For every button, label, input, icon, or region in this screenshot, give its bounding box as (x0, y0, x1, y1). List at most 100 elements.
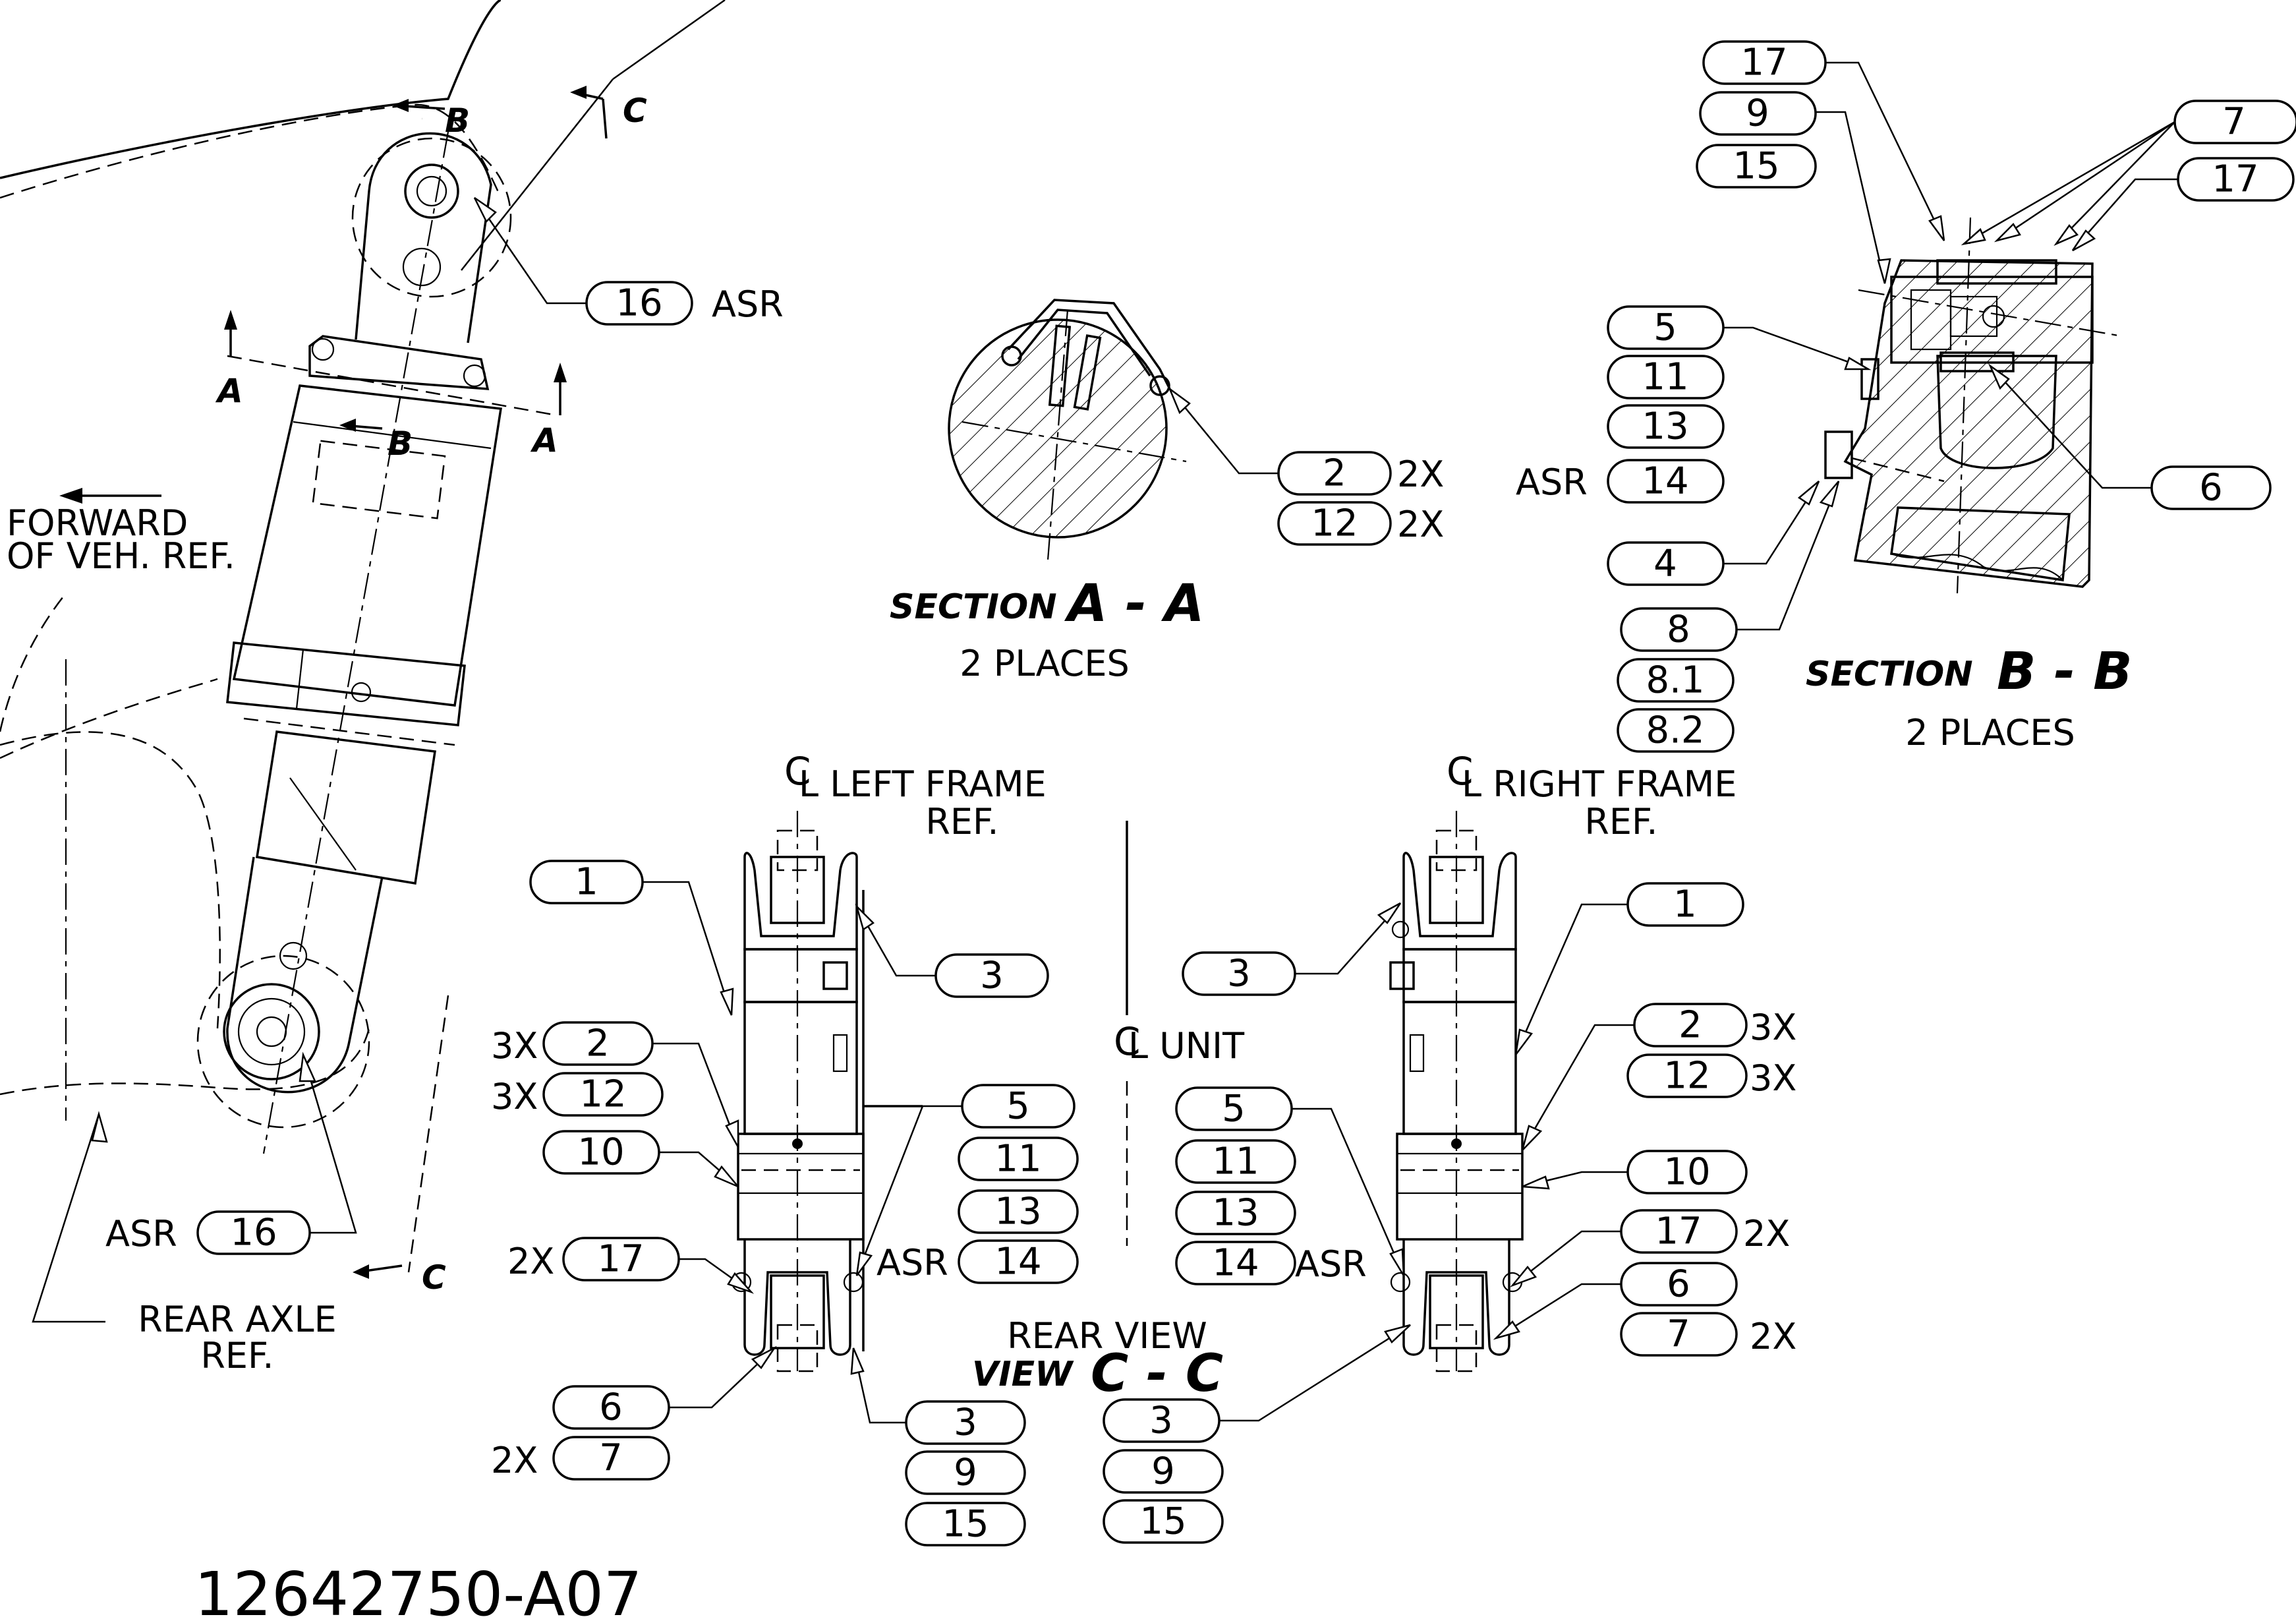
balloon-2-left (542, 1021, 654, 1066)
balloon-14-right (1175, 1241, 1296, 1285)
balloon-12-right (1626, 1053, 1748, 1098)
balloon-6-left (552, 1385, 670, 1430)
balloon-12-left (542, 1072, 664, 1117)
balloon-14-right-num: 14 (1212, 1242, 1259, 1285)
balloon-8-2-bb-num: 8.2 (1646, 709, 1704, 752)
balloon-15-right-num: 15 (1139, 1500, 1186, 1543)
balloon-12-aa-num: 12 (1311, 502, 1358, 545)
section-bb-letters: B - B (1997, 642, 2133, 701)
balloon-16-top (585, 281, 693, 326)
section-marker-b-mid: B (387, 425, 413, 463)
balloon-9-bb (1699, 91, 1817, 136)
balloon-17-left (562, 1237, 680, 1282)
balloon-8-1-bb-num: 8.1 (1646, 659, 1704, 702)
balloon-1-right (1626, 882, 1744, 927)
balloon-7-left-note: 2X (491, 1440, 538, 1481)
section-marker-c-top: C (623, 92, 647, 130)
balloon-3-right-top-num: 3 (1227, 953, 1251, 995)
balloon-7-left-num: 7 (599, 1437, 623, 1480)
balloon-3-right-bottom-num: 3 (1149, 1400, 1173, 1442)
balloon-11-right-num: 11 (1212, 1140, 1259, 1183)
balloon-11-bb (1607, 355, 1725, 399)
balloon-1-left (529, 860, 644, 904)
balloon-1-left-num: 1 (575, 861, 598, 904)
balloon-11-right (1175, 1139, 1296, 1184)
balloon-16-bottom-num: 16 (230, 1212, 277, 1254)
balloon-8-bb-num: 8 (1667, 608, 1690, 651)
balloon-5-right (1175, 1086, 1293, 1131)
right-frame-label-line2: REF. (1584, 801, 1657, 842)
unit-cl-symbol: C (1114, 1019, 1141, 1064)
balloon-2-right-note: 3X (1750, 1007, 1796, 1048)
balloon-12-aa (1277, 501, 1392, 546)
balloon-2-right (1633, 1003, 1748, 1047)
balloon-9-bb-num: 9 (1746, 92, 1769, 135)
balloon-2-aa-num: 2 (1323, 452, 1346, 495)
section-marker-c-bottom: C (422, 1258, 446, 1297)
balloon-17-right-num: 17 (1655, 1210, 1702, 1253)
balloon-6-right (1620, 1262, 1738, 1307)
forward-label-line1: FORWARD (7, 502, 188, 544)
section-a-a: 2 2X 12 2X SECTION A - A 2 PLACES (890, 299, 1444, 684)
balloon-11-left (958, 1136, 1079, 1181)
balloon-2-right-num: 2 (1679, 1004, 1702, 1047)
balloon-5-left-num: 5 (1006, 1085, 1030, 1128)
balloon-2-aa (1277, 451, 1392, 496)
balloon-17-right-note: 2X (1743, 1213, 1790, 1254)
balloon-8-2-bb (1617, 708, 1735, 753)
side-view: A A B B C C FORWARD OF VEH. REF. REAR AX… (0, 0, 784, 1376)
balloon-15-bb (1696, 144, 1817, 189)
section-marker-a-left: A (215, 372, 243, 410)
section-marker-b-top: B (445, 102, 470, 140)
balloon-16-top-note: ASR (712, 283, 784, 325)
balloon-15-left (905, 1502, 1026, 1547)
balloon-12-aa-note: 2X (1397, 504, 1444, 545)
balloon-7-right (1620, 1312, 1738, 1357)
balloon-13-left-num: 13 (994, 1191, 1041, 1233)
balloon-15-left-num: 15 (942, 1503, 989, 1546)
balloon-16-bottom (196, 1210, 311, 1255)
balloon-16-top-num: 16 (616, 282, 662, 325)
balloon-13-right (1175, 1191, 1296, 1235)
balloon-7-bb (2173, 100, 2296, 144)
balloon-12-left-note: 3X (491, 1076, 538, 1117)
balloon-7-right-note: 2X (1750, 1316, 1796, 1357)
rear-axle-label-line1: REAR AXLE (138, 1299, 336, 1340)
left-frame-cl-symbol: C (784, 749, 811, 794)
balloon-14-bb (1607, 459, 1725, 504)
unit-label: L UNIT (1128, 1025, 1245, 1067)
right-frame-cl-symbol: C (1447, 749, 1474, 794)
balloon-11-bb-num: 11 (1642, 356, 1688, 399)
balloon-2-left-note: 3X (491, 1025, 538, 1067)
balloon-13-right-num: 13 (1212, 1192, 1259, 1235)
section-b-b: 17 9 15 7 17 5 11 13 14 ASR 6 (1516, 40, 2296, 753)
balloon-14-left-note: ASR (876, 1242, 948, 1283)
balloon-9-left (905, 1450, 1026, 1495)
balloon-14-right-note: ASR (1295, 1243, 1367, 1285)
balloon-13-bb (1607, 404, 1725, 449)
balloon-17-right (1620, 1209, 1738, 1254)
balloon-13-bb-num: 13 (1642, 405, 1688, 448)
balloon-14-bb-num: 14 (1642, 460, 1688, 503)
balloon-3-left-top-num: 3 (980, 955, 1004, 997)
section-aa-places: 2 PLACES (960, 643, 1130, 684)
balloon-5-bb (1607, 305, 1725, 350)
balloon-3-right-top (1182, 951, 1296, 996)
balloon-15-bb-num: 15 (1733, 145, 1779, 188)
balloon-4-bb-num: 4 (1653, 543, 1677, 585)
balloon-14-left-num: 14 (994, 1241, 1041, 1283)
right-frame-label-line1: L RIGHT FRAME (1462, 763, 1736, 805)
balloon-5-right-num: 5 (1222, 1088, 1246, 1131)
balloon-13-left (958, 1189, 1079, 1234)
balloon-3-left-bottom-num: 3 (954, 1401, 977, 1444)
balloon-7-left (552, 1436, 670, 1481)
balloon-17-left-num: 17 (597, 1238, 644, 1281)
balloon-17-bb-num: 17 (1740, 42, 1787, 84)
balloon-10-left (542, 1130, 660, 1175)
balloon-6-bb-num: 6 (2199, 467, 2223, 510)
balloon-3-right-bottom (1103, 1398, 1220, 1443)
balloon-17-left-note: 2X (507, 1241, 554, 1282)
balloon-3-left-top (934, 953, 1049, 998)
balloon-1-right-num: 1 (1673, 883, 1697, 926)
balloon-7-bb-num: 7 (2222, 101, 2246, 144)
